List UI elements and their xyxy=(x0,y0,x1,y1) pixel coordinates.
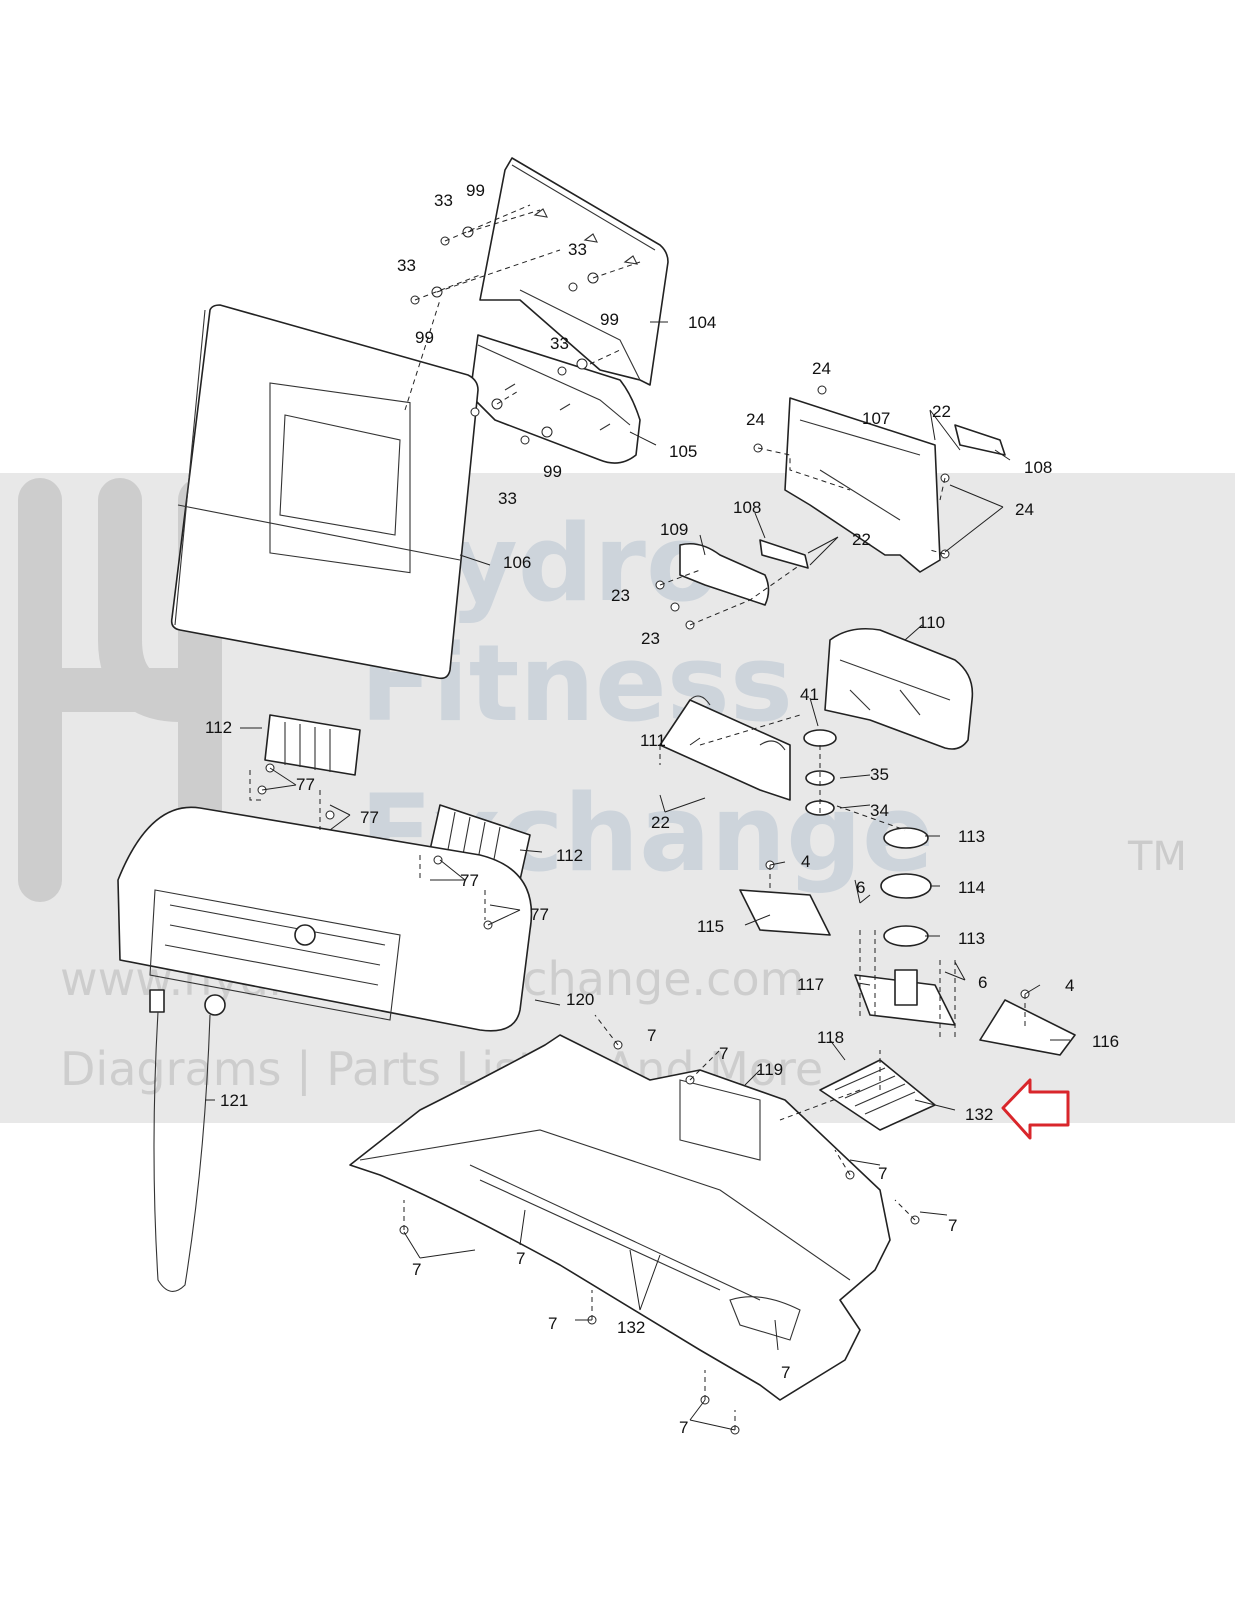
callout-34: 34 xyxy=(870,801,889,820)
callout-99: 99 xyxy=(415,328,434,347)
callout-7: 7 xyxy=(781,1363,790,1382)
callout-4: 4 xyxy=(1065,976,1074,995)
callout-111: 111 xyxy=(640,731,666,750)
part-115-plate xyxy=(739,889,831,936)
part-111-bracket xyxy=(659,695,791,801)
callout-33: 33 xyxy=(434,191,453,210)
callout-23: 23 xyxy=(641,629,660,648)
part-120-hood xyxy=(117,806,533,1032)
callout-114: 114 xyxy=(958,878,985,897)
callout-112: 112 xyxy=(556,846,583,865)
part-104-console-back xyxy=(479,157,669,386)
watermark-trademark: TM xyxy=(1127,834,1187,880)
callout-7: 7 xyxy=(647,1026,656,1045)
callout-105: 105 xyxy=(669,442,697,461)
callout-99: 99 xyxy=(466,181,485,200)
callout-labels: 33 99 33 33 99 99 104 33 105 99 33 106 2… xyxy=(205,181,1119,1437)
callout-118: 118 xyxy=(817,1028,844,1047)
part-110-housing xyxy=(824,627,974,750)
callout-106: 106 xyxy=(503,553,531,572)
callout-113: 113 xyxy=(958,827,985,846)
callout-115: 115 xyxy=(697,917,724,936)
callout-33: 33 xyxy=(568,240,587,259)
leader-lines xyxy=(205,321,1070,1431)
callout-6: 6 xyxy=(856,878,865,897)
callout-77: 77 xyxy=(530,905,549,924)
callout-77: 77 xyxy=(360,808,379,827)
callout-117: 117 xyxy=(797,975,824,994)
alignment-lines xyxy=(249,204,1026,1430)
callout-7: 7 xyxy=(412,1260,421,1279)
callout-7: 7 xyxy=(548,1314,557,1333)
callout-77: 77 xyxy=(460,871,479,890)
callout-33: 33 xyxy=(550,334,569,353)
callout-24: 24 xyxy=(812,359,831,378)
callout-132: 132 xyxy=(617,1318,645,1337)
callout-24: 24 xyxy=(1015,500,1034,519)
callout-22: 22 xyxy=(932,402,951,421)
part-107-plate xyxy=(784,397,941,573)
callout-7: 7 xyxy=(719,1044,728,1063)
callout-33: 33 xyxy=(397,256,416,275)
callout-112: 112 xyxy=(205,718,232,737)
part-112-fan-left xyxy=(264,714,361,776)
callout-132-highlighted: 132 xyxy=(965,1105,993,1124)
callout-41: 41 xyxy=(800,685,819,704)
part-117-base xyxy=(854,969,956,1026)
callout-99: 99 xyxy=(543,462,562,481)
callout-108: 108 xyxy=(733,498,761,517)
callout-7: 7 xyxy=(948,1216,957,1235)
part-121-cord xyxy=(149,989,226,1292)
callout-119: 119 xyxy=(756,1060,783,1079)
callout-7: 7 xyxy=(679,1418,688,1437)
part-116-plate xyxy=(979,999,1076,1056)
watermark-logo xyxy=(18,478,222,902)
callout-6: 6 xyxy=(978,973,987,992)
part-119-shroud xyxy=(349,1034,891,1401)
callout-7: 7 xyxy=(516,1249,525,1268)
callout-24: 24 xyxy=(746,410,765,429)
callout-113: 113 xyxy=(958,929,985,948)
callout-120: 120 xyxy=(566,990,594,1009)
callout-99: 99 xyxy=(600,310,619,329)
callout-7: 7 xyxy=(878,1164,887,1183)
callout-107: 107 xyxy=(862,409,890,428)
callout-4: 4 xyxy=(801,852,810,871)
callout-22: 22 xyxy=(852,530,871,549)
callout-22: 22 xyxy=(651,813,670,832)
part-109-bracket xyxy=(679,542,770,606)
part-108-clip-top xyxy=(759,424,1006,569)
callout-108: 108 xyxy=(1024,458,1052,477)
callout-121: 121 xyxy=(220,1091,248,1110)
highlight-arrow xyxy=(1001,1078,1070,1140)
callout-33: 33 xyxy=(498,489,517,508)
callout-116: 116 xyxy=(1092,1032,1119,1051)
callout-104: 104 xyxy=(688,313,716,332)
part-105-bracket xyxy=(469,334,641,464)
callout-110: 110 xyxy=(918,613,945,632)
part-106-console-display xyxy=(170,304,479,680)
callout-109: 109 xyxy=(660,520,688,539)
callout-77: 77 xyxy=(296,775,315,794)
callout-35: 35 xyxy=(870,765,889,784)
callout-23: 23 xyxy=(611,586,630,605)
